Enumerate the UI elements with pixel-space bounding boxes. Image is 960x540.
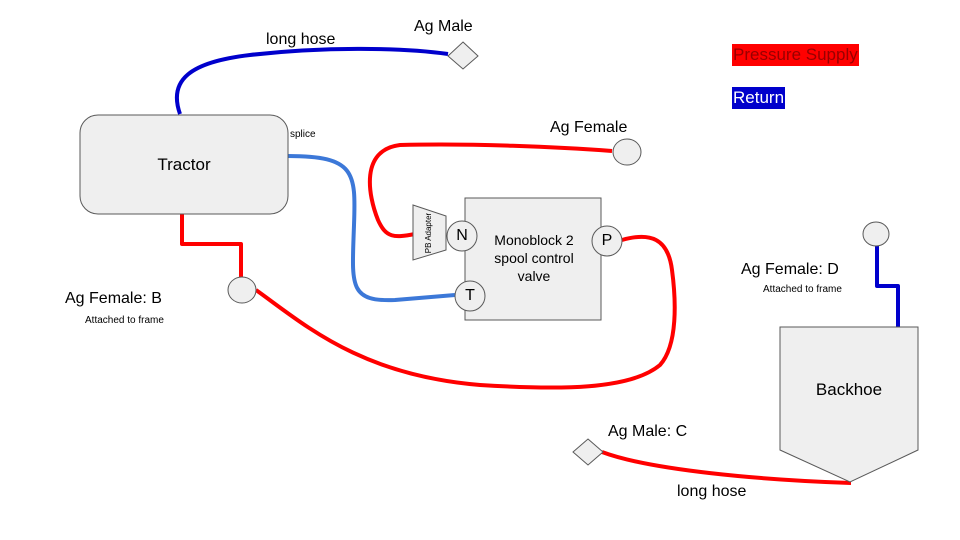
ag-female-top-coupler-icon — [612, 138, 642, 166]
long-hose-top-label: long hose — [266, 31, 336, 48]
return-hose-tractor-to-ag-male — [174, 46, 449, 115]
pressure-hose-ag-female-to-adapter — [367, 142, 613, 239]
ag-female-b-note: Attached to frame — [85, 315, 164, 326]
legend-pressure-supply: Pressure Supply — [732, 44, 859, 66]
ag-female-d-label: Ag Female: D — [741, 261, 839, 278]
pressure-hose-ag-male-c-to-backhoe — [601, 450, 852, 485]
ag-male-c-label: Ag Male: C — [608, 423, 688, 440]
adapter-shape — [412, 204, 447, 261]
port-t-circle — [454, 280, 486, 312]
ag-male-top-label: Ag Male — [414, 18, 473, 35]
port-n-label: N — [456, 227, 468, 244]
legend-return: Return — [732, 87, 786, 109]
tractor-box — [79, 114, 289, 215]
backhoe-shape — [779, 326, 919, 483]
tractor-label: Tractor — [157, 154, 211, 174]
long-hose-bottom-label: long hose — [677, 483, 747, 500]
return-hose-splice-to-port-t — [287, 154, 456, 303]
ag-female-b-label: Ag Female: B — [65, 290, 162, 307]
splice-label: splice — [290, 129, 316, 140]
ag-female-top-label: Ag Female — [550, 119, 628, 136]
port-p-circle — [591, 225, 623, 257]
ag-male-c-coupler-icon — [572, 438, 604, 466]
adapter-label: PB Adapter — [423, 212, 433, 254]
port-n-circle — [446, 220, 478, 252]
port-t-label: T — [465, 287, 475, 304]
pressure-hose-ag-female-b-to-port-p — [254, 234, 677, 390]
backhoe-label: Backhoe — [815, 380, 883, 399]
ag-female-d-coupler-icon — [862, 221, 890, 247]
return-hose-ag-female-d-to-backhoe — [875, 246, 900, 327]
ag-male-top-coupler-icon — [447, 41, 479, 70]
ag-female-b-coupler-icon — [227, 276, 257, 304]
valve-box — [464, 197, 602, 321]
pressure-hose-tractor-to-ag-female-b — [180, 214, 243, 277]
ag-female-d-note: Attached to frame — [763, 284, 842, 295]
valve-label: Monoblock 2 spool control valve — [494, 232, 574, 284]
port-p-label: P — [601, 232, 613, 249]
